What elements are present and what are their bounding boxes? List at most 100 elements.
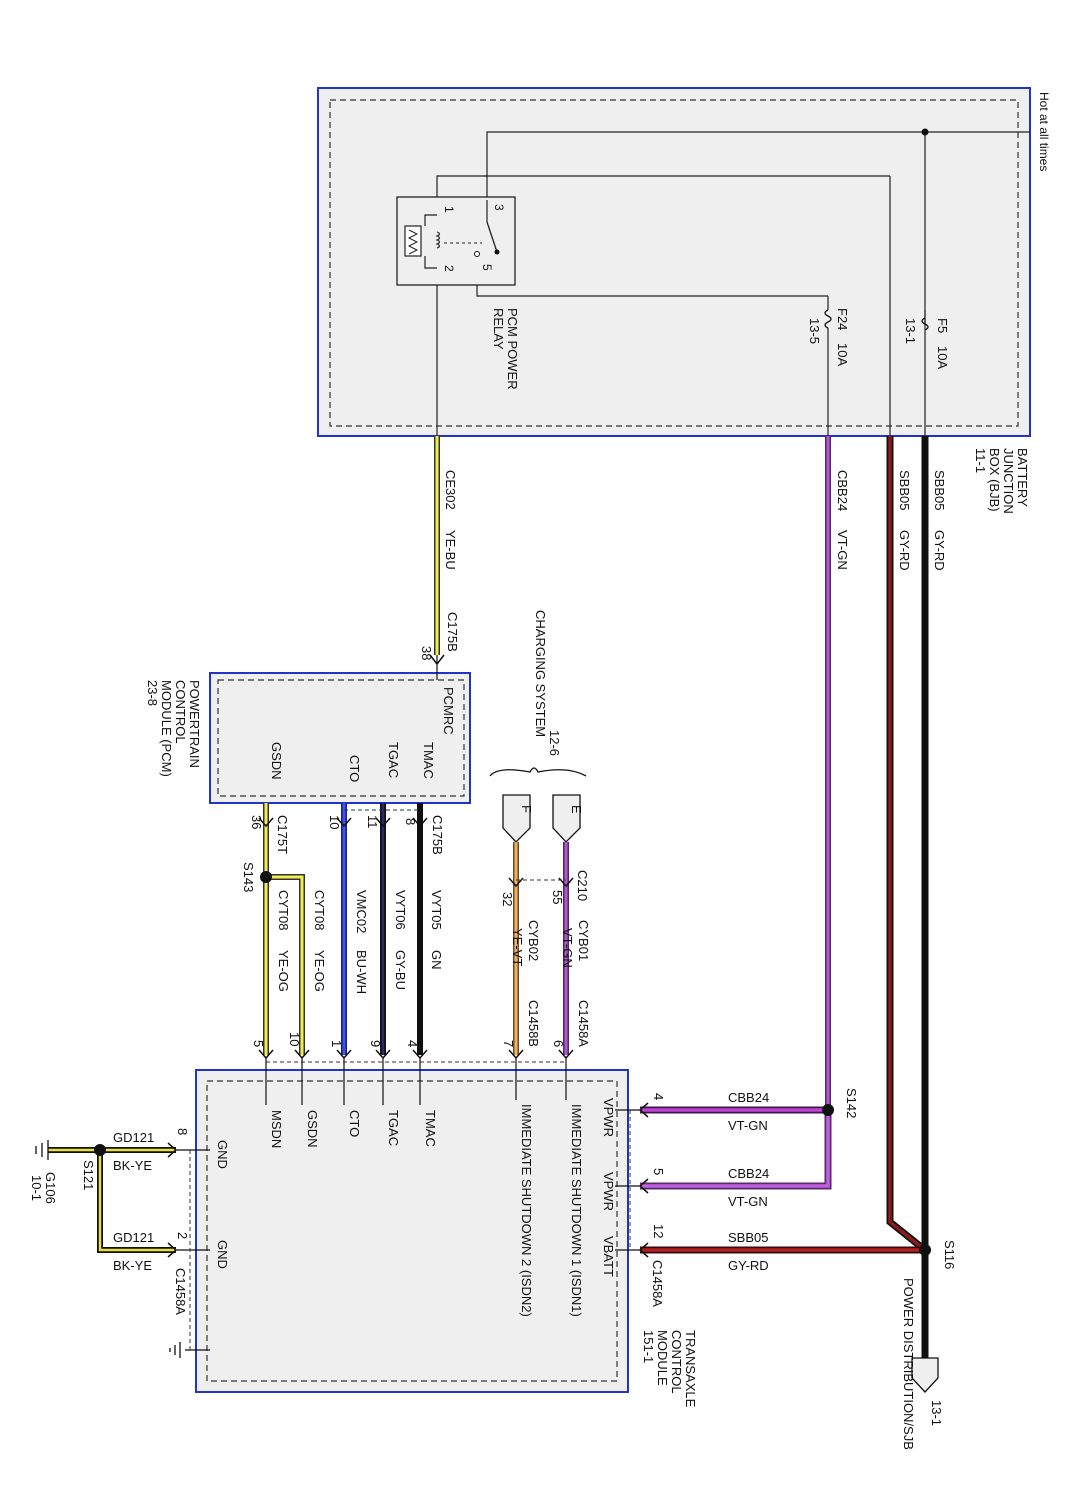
powertrain-control-module: [209, 672, 471, 804]
wire-cbb24-color: VT-GN: [835, 530, 850, 570]
fuse-f24-ref: 13-5: [807, 318, 822, 344]
tcm-vpwr-2: VPWR: [601, 1172, 616, 1211]
hot-at-all-times-label: Hot at all times: [1037, 92, 1051, 171]
charging-brace-icon: [489, 767, 587, 777]
tcm-c1458a-top: C1458A: [576, 1000, 591, 1047]
tcm-pin-gsdn: GSDN: [305, 1110, 320, 1148]
tcm-pin-num-6: 6: [551, 1040, 566, 1047]
transaxle-control-module: [195, 1069, 629, 1393]
relay-label-line-1: PCM POWER: [505, 308, 520, 390]
charging-line-2: 12-6: [547, 730, 562, 756]
power-dist-ref: 13-1: [929, 1400, 944, 1426]
tcm-pin-num-10: 10: [287, 1032, 302, 1046]
bjb-name-line-1: BATTERY: [1015, 448, 1030, 507]
tcm-pin-num-4: 4: [405, 1040, 420, 1047]
tcm-pin-num-9: 9: [368, 1040, 383, 1047]
relay-pin-5: 5: [480, 264, 494, 271]
pcm-c175b-label: C175B: [430, 815, 445, 855]
pcm-pin-num-10: 10: [327, 815, 342, 829]
tcm-vpwr-1: VPWR: [601, 1098, 616, 1137]
wire-gd121-b: [98, 1150, 176, 1252]
wire-ce302-circuit: CE302: [443, 470, 458, 510]
splice-s142-dot: [822, 1104, 834, 1116]
relay-label-line-2: RELAY: [491, 308, 506, 350]
tcm-pin-stubs: [265, 1058, 567, 1105]
tcm-c1458b-top: C1458B: [526, 1000, 541, 1047]
wire-vyt05-circuit: VYT05: [429, 890, 444, 930]
chassis-ground-icon: [169, 1342, 181, 1358]
wire-cyt08-b-circuit: CYT08: [312, 890, 327, 930]
tcm-name-line-1: TRANSAXLE: [683, 1330, 698, 1408]
splice-s143-label: S143: [241, 862, 256, 892]
wire-vyt06-color: GY-BU: [393, 950, 408, 990]
charging-f-label: F: [519, 805, 534, 813]
tcm-top-pin-arrows: [258, 1049, 574, 1060]
bjb-name-line-2: JUNCTION: [1001, 448, 1016, 514]
tcm-pin-num-1: 1: [329, 1040, 344, 1047]
fuse-f5-rating: 10A: [935, 346, 950, 369]
charging-pin-32: 32: [500, 892, 515, 906]
wire-cyb01-circuit: CYB01: [576, 920, 591, 961]
power-distribution-connector: [911, 1357, 939, 1393]
wire-cyb02-circuit: CYB02: [526, 920, 541, 961]
gnd-pin-2: 2: [175, 1232, 190, 1239]
tcm-side-pin-arrows: [638, 1102, 649, 1258]
wire-sbb05-p12-circuit: SBB05: [728, 1230, 768, 1245]
wire-cbb24-p4-circuit: CBB24: [728, 1090, 769, 1105]
c210-pin-arrows: [508, 877, 574, 888]
tcm-vbatt: VBATT: [601, 1236, 616, 1277]
gnd-pin-8: 8: [175, 1128, 190, 1135]
pcm-name-line-2: CONTROL: [173, 680, 188, 744]
tcm-name-line-4: 151-1: [641, 1330, 656, 1363]
pcm-pin-gsdn: GSDN: [269, 742, 284, 780]
gnd-pin-arrows: [167, 1142, 178, 1258]
wire-sbb05-color: GY-RD: [932, 530, 947, 571]
tcm-pin-tmac: TMAC: [423, 1110, 438, 1147]
tcm-name-line-3: MODULE: [655, 1330, 670, 1386]
ground-g106-icon: [35, 1140, 49, 1160]
wire-cyt08-a-circuit: CYT08: [276, 890, 291, 930]
charging-connector-f: [502, 794, 531, 843]
splice-s121-label: S121: [81, 1160, 96, 1190]
wire-cyb01-color: VT-GN: [560, 928, 575, 968]
charging-pin-55: 55: [550, 890, 565, 904]
wire-sbb05b-color: GY-RD: [897, 530, 912, 571]
relay-pin-3: 3: [492, 204, 506, 211]
relay-switch-icon: [486, 221, 498, 253]
pcm-pcmrc: PCMRC: [441, 687, 456, 735]
power-dist-label: POWER DISTRIBUTION/SJB: [901, 1278, 916, 1450]
splice-s143-dot: [260, 871, 272, 883]
splice-s121-dot: [94, 1144, 106, 1156]
pcm-pin-num-36: 36: [249, 815, 264, 829]
fuse-f5-icon: [921, 317, 929, 331]
wire-gd121-a-circuit: GD121: [113, 1130, 154, 1145]
c175b-pin-arrows: [258, 817, 428, 828]
tcm-isdn1: IMMEDIATE SHUTDOWN 1 (ISDN1): [569, 1104, 584, 1317]
pcm-name-line-4: 23-8: [145, 680, 160, 706]
wire-cyt08-a-color: YE-OG: [276, 950, 291, 992]
pcm-name-line-1: POWERTRAIN: [187, 680, 202, 768]
gnd-label-1: GND: [215, 1140, 230, 1169]
wire-sbb05b-circuit: SBB05: [897, 470, 912, 510]
tcm-side-stubs: [615, 1109, 640, 1251]
wire-sbb05-gyrd: [888, 436, 927, 1252]
gnd-label-2: GND: [215, 1240, 230, 1269]
gnd-stubs: [176, 1149, 210, 1351]
tcm-c1458a-side: C1458A: [650, 1260, 665, 1307]
splice-s142-label: S142: [844, 1088, 859, 1118]
tcm-side-pin-12: 12: [651, 1224, 666, 1238]
wire-vyt05-color: GN: [429, 950, 444, 970]
splice-s116-dot: [919, 1244, 931, 1256]
splice-s116-label: S116: [942, 1240, 957, 1269]
wire-cyb02-color: YE-VT: [510, 928, 525, 966]
wire-cbb24-p5-circuit: CBB24: [728, 1166, 769, 1181]
fuse-f5-ref: 13-1: [903, 318, 918, 344]
ground-g106-ref: 10-1: [29, 1175, 44, 1201]
wire-vyt06-circuit: VYT06: [393, 890, 408, 930]
wire-sbb05-circuit: SBB05: [932, 470, 947, 510]
pcm-power-relay: [396, 196, 516, 286]
relay-pin-2: 2: [442, 265, 456, 272]
fuse-f5-name: F5: [935, 318, 950, 333]
gnd-c1458a: C1458A: [173, 1268, 188, 1315]
